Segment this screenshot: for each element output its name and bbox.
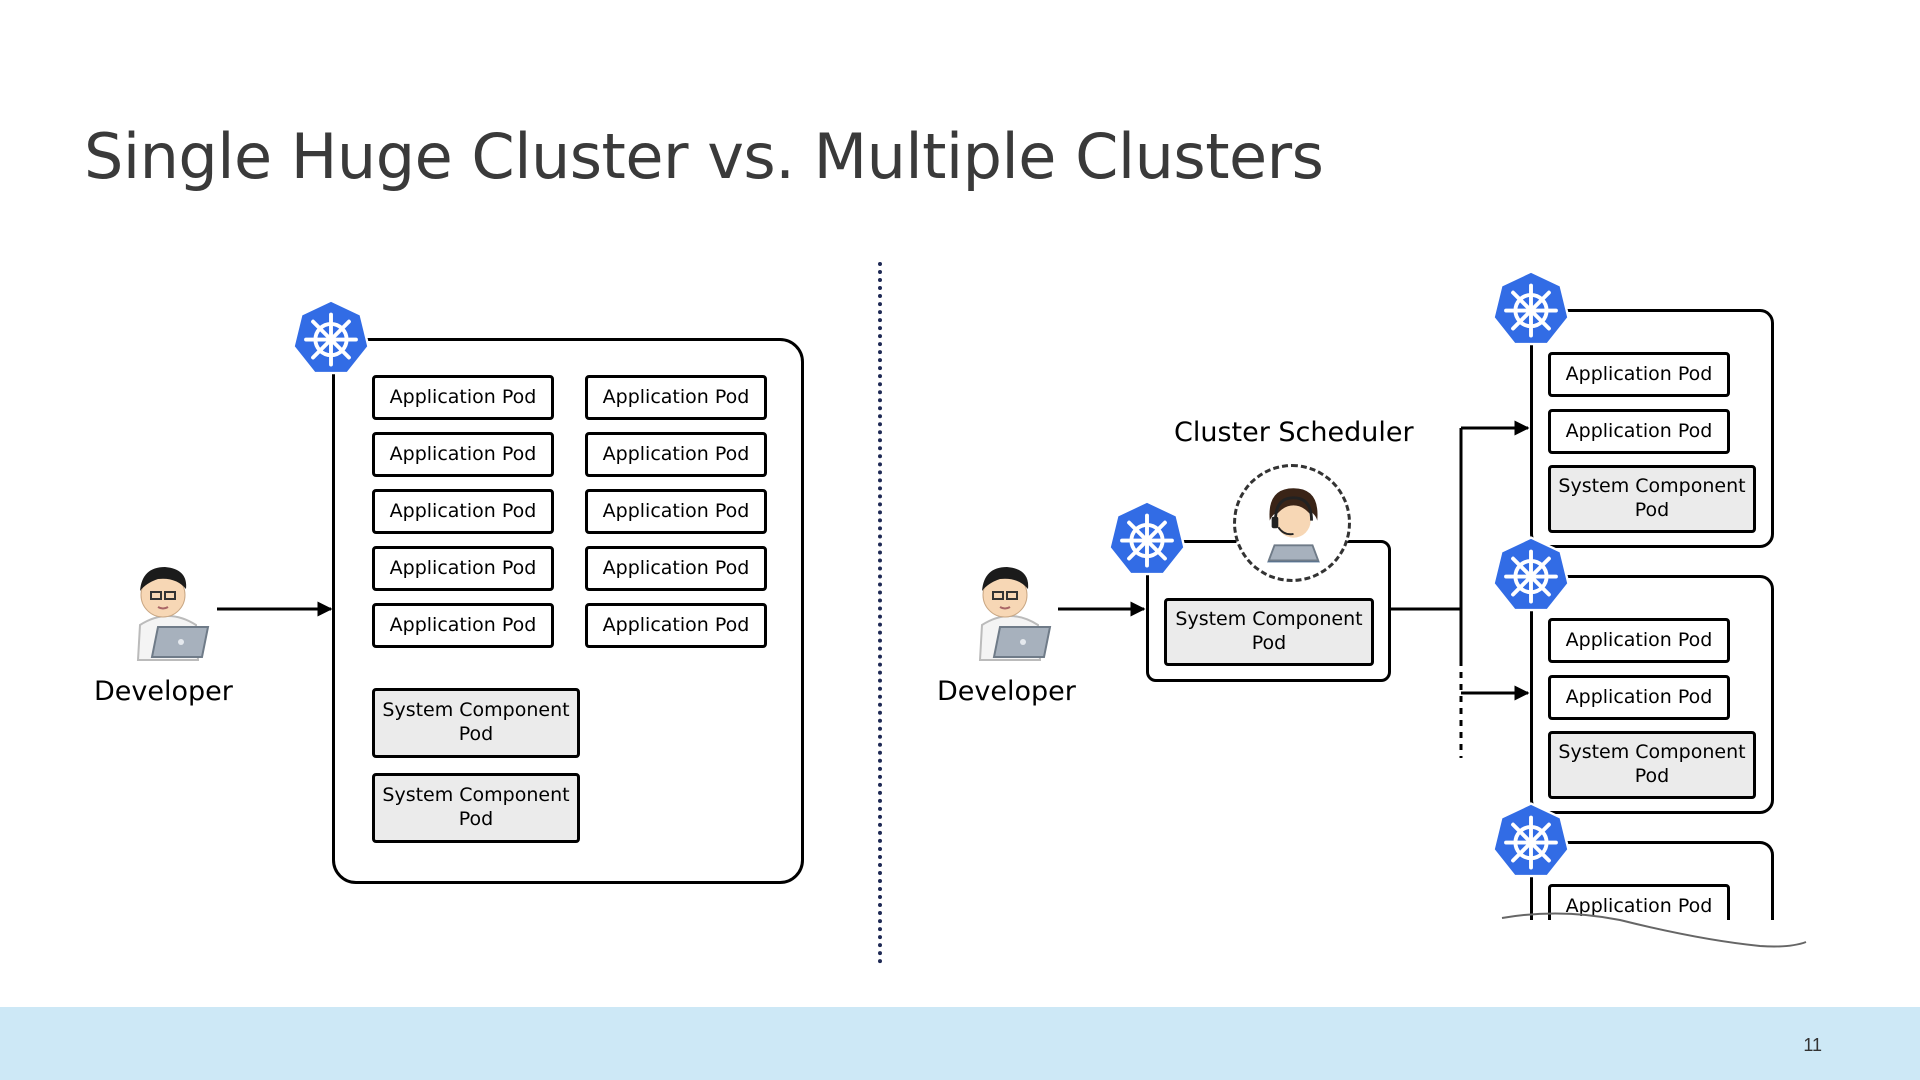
application-pod: Application Pod: [372, 489, 554, 534]
system-component-pod: System Component Pod: [372, 773, 580, 843]
application-pod: Application Pod: [585, 432, 767, 477]
application-pod: Application Pod: [372, 546, 554, 591]
application-pod: Application Pod: [372, 603, 554, 648]
application-pod: Application Pod: [585, 546, 767, 591]
application-pod: Application Pod: [372, 375, 554, 420]
system-component-pod: System Component Pod: [372, 688, 580, 758]
footer-bar: 11: [0, 1007, 1920, 1080]
application-pod: Application Pod: [1548, 409, 1730, 454]
system-component-pod: System Component Pod: [1548, 731, 1756, 799]
application-pod: Application Pod: [372, 432, 554, 477]
slide-title: Single Huge Cluster vs. Multiple Cluster…: [84, 120, 1324, 193]
cluster-scheduler-label: Cluster Scheduler: [1174, 417, 1414, 448]
application-pod: Application Pod: [1548, 675, 1730, 720]
application-pod: Application Pod: [585, 603, 767, 648]
application-pod: Application Pod: [585, 375, 767, 420]
application-pod: Application Pod: [1548, 352, 1730, 397]
system-component-pod: System Component Pod: [1548, 465, 1756, 533]
cut-off-mask: [1500, 920, 1820, 1000]
page-number: 11: [1803, 1035, 1822, 1055]
application-pod: Application Pod: [1548, 618, 1730, 663]
developer-label: Developer: [94, 676, 233, 707]
section-divider: [878, 262, 882, 964]
system-component-pod: System Component Pod: [1164, 598, 1374, 666]
operator-circle: [1233, 464, 1351, 582]
developer-label: Developer: [937, 676, 1076, 707]
application-pod: Application Pod: [585, 489, 767, 534]
